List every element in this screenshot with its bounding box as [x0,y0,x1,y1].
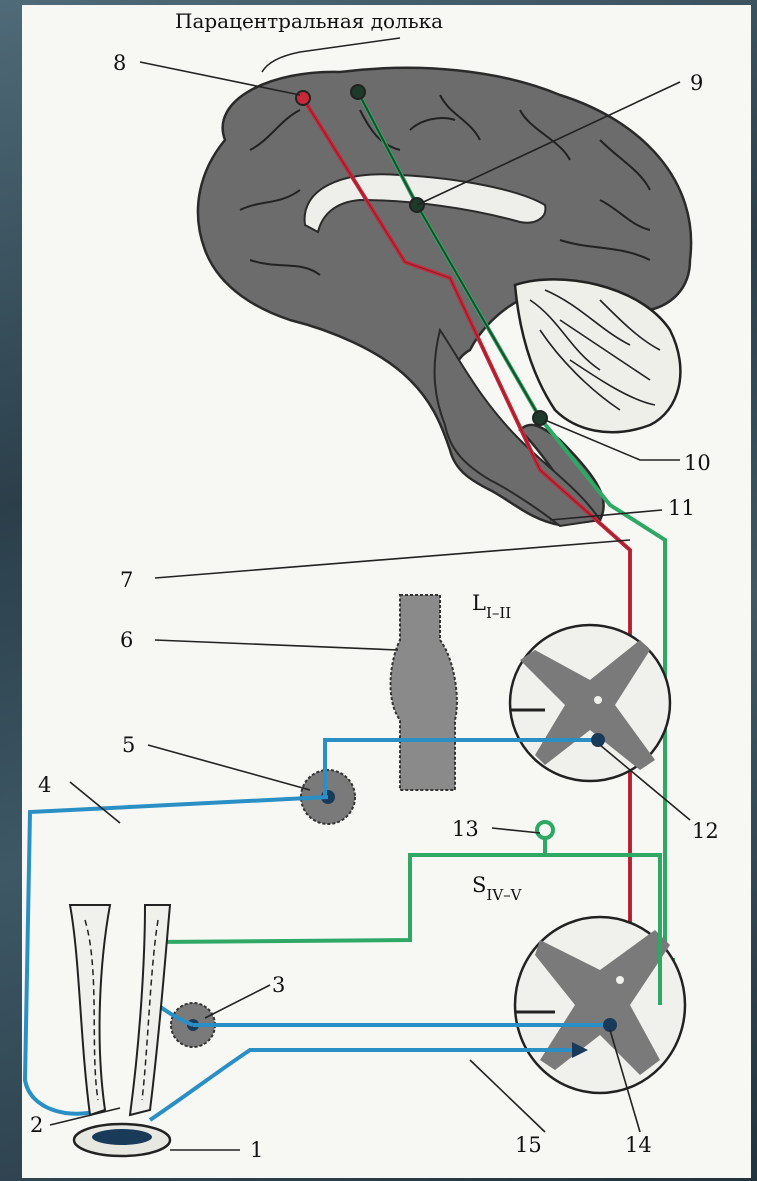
neuron-8 [296,91,310,105]
label-10: 10 [684,451,711,475]
label-15: 15 [515,1133,542,1157]
spinal-cord-segment [391,595,457,790]
neuron-10 [533,411,547,425]
spinal-section-lumbar [510,625,670,781]
neuron-paracentral [351,85,365,99]
segment-lumbar-main: L [472,591,486,615]
label-6: 6 [120,628,133,652]
neuron-13 [537,822,553,838]
blue-pathways [25,740,610,1120]
label-1: 1 [250,1138,263,1162]
label-13: 13 [452,817,479,841]
label-4: 4 [38,773,51,797]
label-3: 3 [272,973,285,997]
segment-lumbar-label: LI–II [472,591,511,622]
label-2: 2 [30,1113,43,1137]
label-7: 7 [120,568,133,592]
segment-sacral-sub: IV–V [486,886,522,904]
segment-lumbar-sub: I–II [486,604,511,622]
neuron-12 [591,733,605,747]
label-12: 12 [692,819,719,843]
diagram-title: Парацентральная долька [175,9,443,33]
label-14: 14 [625,1133,652,1157]
neuron-14 [603,1018,617,1032]
label-9: 9 [690,71,703,95]
label-8: 8 [113,51,126,75]
title-brace [262,38,400,72]
segment-sacral-main: S [472,873,486,897]
label-5: 5 [122,733,135,757]
label-11: 11 [668,496,695,520]
segment-sacral-label: SIV–V [472,873,523,904]
